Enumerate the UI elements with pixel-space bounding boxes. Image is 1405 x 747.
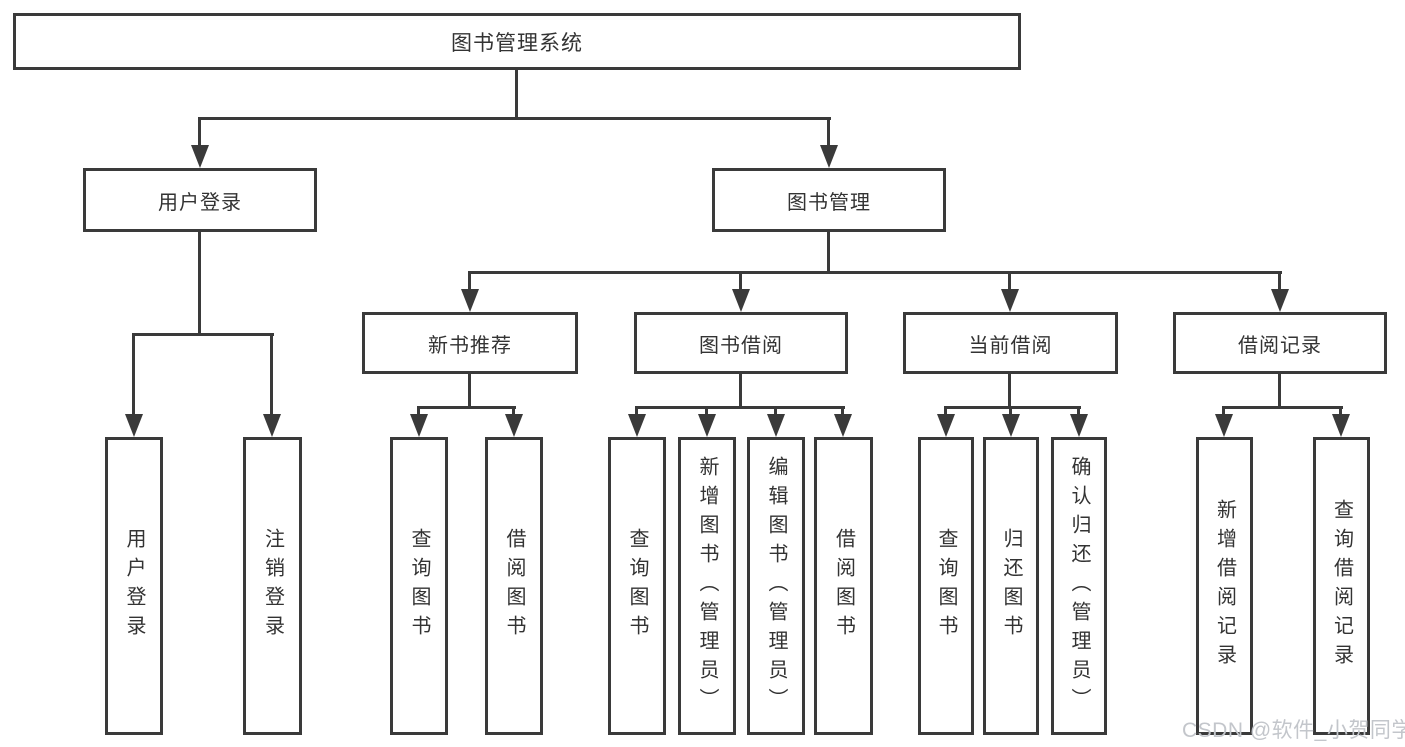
connector-branch <box>417 406 516 409</box>
leaf-query-books-borrow: 查询图书 <box>608 437 666 735</box>
connector-stem <box>1339 406 1342 417</box>
connector-branch <box>944 406 1081 409</box>
node-book-mgmt: 图书管理 <box>712 168 946 232</box>
node-label: 借阅记录 <box>1238 334 1322 357</box>
connector-stem <box>774 406 777 417</box>
arrow-down-icon <box>1215 414 1233 437</box>
node-label: 用户登录 <box>158 191 242 214</box>
node-new-book-recommend: 新书推荐 <box>362 312 578 374</box>
node-label: 查询图书 <box>626 528 648 644</box>
leaf-query-borrow-record: 查询借阅记录 <box>1313 437 1370 735</box>
node-label: 新增借阅记录 <box>1213 499 1236 673</box>
node-label: 确认归还（管理员） <box>1068 455 1090 717</box>
node-label: 当前借阅 <box>968 334 1053 357</box>
connector-stem <box>468 373 471 409</box>
node-label: 注销登录 <box>261 528 284 644</box>
arrow-down-icon <box>1001 289 1019 312</box>
arrow-down-icon <box>1332 414 1350 437</box>
connector-stem <box>1278 373 1281 409</box>
node-label: 用户登录 <box>123 528 145 644</box>
arrow-down-icon <box>698 414 716 437</box>
node-label: 图书管理 <box>787 191 871 214</box>
connector-root-branch <box>198 117 831 120</box>
connector-stem <box>198 117 201 148</box>
connector-stem <box>944 406 947 417</box>
node-label: 查询借阅记录 <box>1330 499 1353 673</box>
connector-stem <box>468 271 471 291</box>
watermark: CSDN @软件_小贺同学 <box>1182 719 1405 742</box>
arrow-down-icon <box>505 414 523 437</box>
connector-stem <box>635 406 638 417</box>
arrow-down-icon <box>1070 414 1088 437</box>
connector-stem <box>1077 406 1080 417</box>
arrow-down-icon <box>263 414 281 437</box>
node-label: 编辑图书（管理员） <box>765 455 787 717</box>
connector-stem <box>1008 373 1011 409</box>
leaf-edit-book-admin: 编辑图书（管理员） <box>747 437 805 735</box>
arrow-down-icon <box>461 289 479 312</box>
connector-stem <box>705 406 708 417</box>
connector-branch <box>468 271 1282 274</box>
node-root: 图书管理系统 <box>13 13 1021 70</box>
node-label: 新增图书（管理员） <box>696 455 718 717</box>
arrow-down-icon <box>1271 289 1289 312</box>
connector-root-stem <box>515 68 518 119</box>
connector-branch <box>1222 406 1343 409</box>
connector-stem <box>417 406 420 417</box>
connector-branch <box>132 333 274 336</box>
node-label: 借阅图书 <box>503 528 525 644</box>
leaf-add-borrow-record: 新增借阅记录 <box>1196 437 1253 735</box>
node-label: 借阅图书 <box>832 528 855 644</box>
arrow-down-icon <box>732 289 750 312</box>
connector-stem <box>512 406 515 417</box>
connector-stem <box>1222 406 1225 417</box>
connector-stem <box>1009 406 1012 417</box>
arrow-down-icon <box>125 414 143 437</box>
connector-stem <box>270 333 273 417</box>
connector-branch <box>635 406 845 409</box>
arrow-down-icon <box>767 414 785 437</box>
connector-stem <box>132 333 135 417</box>
arrow-down-icon <box>820 145 838 168</box>
arrow-down-icon <box>1002 414 1020 437</box>
leaf-query-books-current: 查询图书 <box>918 437 974 735</box>
leaf-user-login: 用户登录 <box>105 437 163 735</box>
arrow-down-icon <box>834 414 852 437</box>
connector-stem <box>739 373 742 409</box>
leaf-query-books-recommend: 查询图书 <box>390 437 448 735</box>
connector-stem <box>1278 271 1281 291</box>
leaf-borrow-books: 借阅图书 <box>814 437 873 735</box>
node-label: 归还图书 <box>1000 528 1022 644</box>
connector-stem <box>198 230 201 336</box>
node-label: 图书管理系统 <box>451 31 583 55</box>
leaf-add-book-admin: 新增图书（管理员） <box>678 437 736 735</box>
arrow-down-icon <box>191 145 209 168</box>
arrow-down-icon <box>937 414 955 437</box>
node-label: 查询图书 <box>935 528 957 644</box>
node-book-borrow: 图书借阅 <box>634 312 848 374</box>
node-label: 查询图书 <box>408 528 430 644</box>
leaf-return-books: 归还图书 <box>983 437 1039 735</box>
connector-stem <box>841 406 844 417</box>
node-user-login: 用户登录 <box>83 168 317 232</box>
node-current-borrow: 当前借阅 <box>903 312 1118 374</box>
leaf-borrow-books-recommend: 借阅图书 <box>485 437 543 735</box>
connector-stem <box>739 271 742 291</box>
arrow-down-icon <box>410 414 428 437</box>
leaf-logout: 注销登录 <box>243 437 302 735</box>
connector-stem <box>1008 271 1011 291</box>
leaf-confirm-return-admin: 确认归还（管理员） <box>1051 437 1107 735</box>
connector-stem <box>827 117 830 148</box>
node-label: 图书借阅 <box>699 334 783 357</box>
arrow-down-icon <box>628 414 646 437</box>
connector-stem <box>827 230 830 274</box>
node-borrow-records: 借阅记录 <box>1173 312 1387 374</box>
node-label: 新书推荐 <box>428 334 512 357</box>
